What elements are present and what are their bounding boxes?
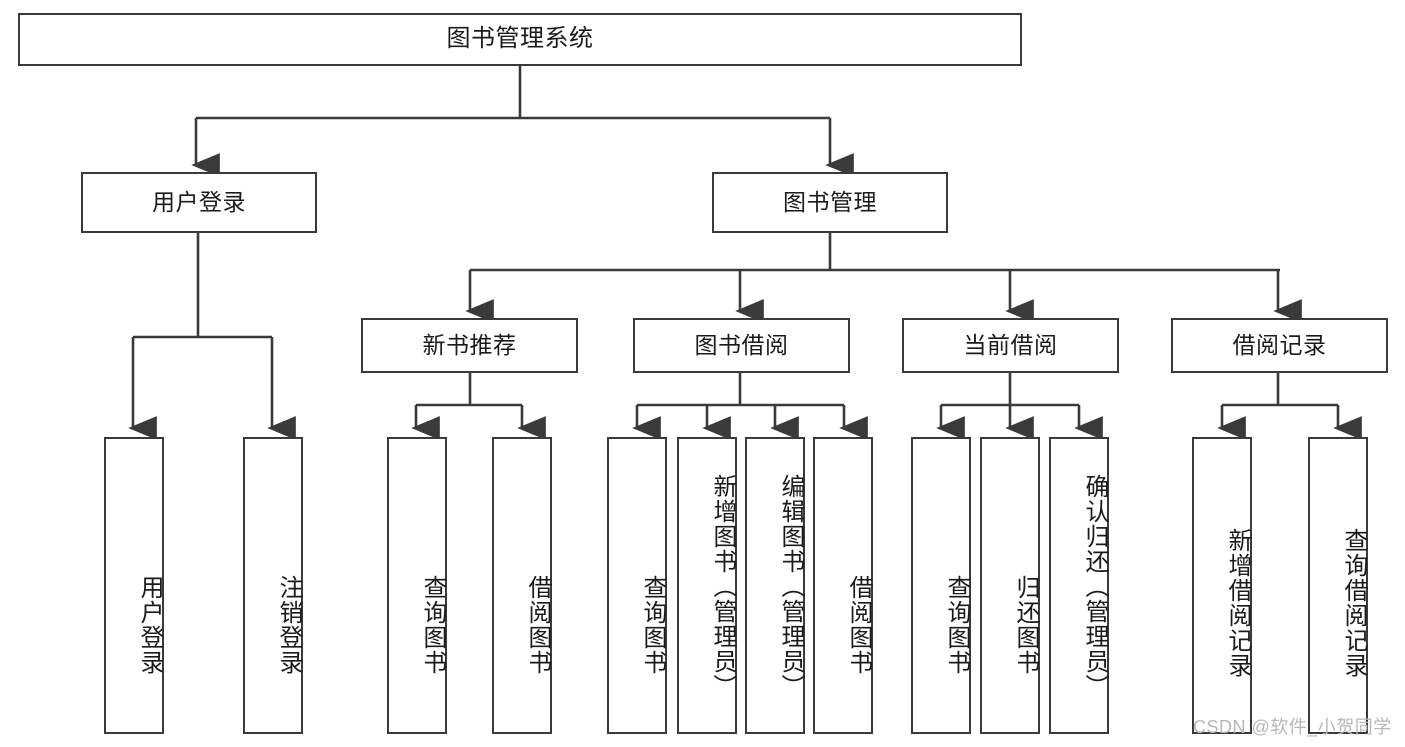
leaf-return-book-label: 归还图书 — [1012, 574, 1039, 675]
leaf-borrow-book-2-label: 借阅图书 — [845, 574, 872, 675]
leaf-query-book-3[interactable]: 查询图书 — [911, 437, 971, 734]
leaf-query-book-1[interactable]: 查询图书 — [387, 437, 447, 734]
node-book-borrow-label: 图书借阅 — [694, 331, 789, 358]
leaf-add-borrow-record-label: 新增借阅记录 — [1224, 527, 1251, 678]
leaf-borrow-book-1-label: 借阅图书 — [524, 574, 551, 675]
node-root-label: 图书管理系统 — [446, 25, 594, 53]
node-new-book-recommend[interactable]: 新书推荐 — [361, 318, 578, 373]
leaf-query-book-2[interactable]: 查询图书 — [607, 437, 667, 734]
node-book-borrow[interactable]: 图书借阅 — [633, 318, 850, 373]
leaf-user-login[interactable]: 用户登录 — [104, 437, 164, 734]
node-book-management[interactable]: 图书管理 — [712, 172, 948, 233]
node-new-book-recommend-label: 新书推荐 — [422, 331, 517, 358]
leaf-query-book-2-label: 查询图书 — [639, 574, 666, 675]
node-book-management-label: 图书管理 — [783, 188, 877, 215]
node-user-login[interactable]: 用户登录 — [81, 172, 317, 233]
leaf-edit-book-admin[interactable]: 编辑图书（管理员） — [745, 437, 805, 734]
leaf-confirm-return-admin[interactable]: 确认归还（管理员） — [1049, 437, 1109, 734]
leaf-query-book-1-label: 查询图书 — [419, 574, 446, 675]
leaf-add-borrow-record[interactable]: 新增借阅记录 — [1192, 437, 1252, 734]
node-borrow-record-label: 借阅记录 — [1232, 331, 1327, 358]
leaf-edit-book-admin-label: 编辑图书（管理员） — [777, 474, 804, 699]
node-borrow-record[interactable]: 借阅记录 — [1171, 318, 1388, 373]
leaf-return-book[interactable]: 归还图书 — [980, 437, 1040, 734]
leaf-add-book-admin-label: 新增图书（管理员） — [709, 474, 736, 699]
node-user-login-label: 用户登录 — [152, 188, 246, 215]
leaf-borrow-book-1[interactable]: 借阅图书 — [492, 437, 552, 734]
node-root[interactable]: 图书管理系统 — [18, 13, 1022, 66]
leaf-query-borrow-record[interactable]: 查询借阅记录 — [1308, 437, 1368, 734]
node-current-borrow[interactable]: 当前借阅 — [902, 318, 1119, 373]
node-current-borrow-label: 当前借阅 — [963, 331, 1058, 358]
leaf-query-book-3-label: 查询图书 — [943, 574, 970, 675]
leaf-user-login-label: 用户登录 — [136, 574, 163, 675]
watermark-text: CSDN @软件_小贺同学 — [1193, 717, 1392, 737]
leaf-query-borrow-record-label: 查询借阅记录 — [1340, 527, 1367, 678]
leaf-confirm-return-admin-label: 确认归还（管理员） — [1081, 474, 1108, 699]
leaf-borrow-book-2[interactable]: 借阅图书 — [813, 437, 873, 734]
leaf-logout-login-label: 注销登录 — [275, 574, 302, 675]
leaf-add-book-admin[interactable]: 新增图书（管理员） — [677, 437, 737, 734]
leaf-logout-login[interactable]: 注销登录 — [243, 437, 303, 734]
